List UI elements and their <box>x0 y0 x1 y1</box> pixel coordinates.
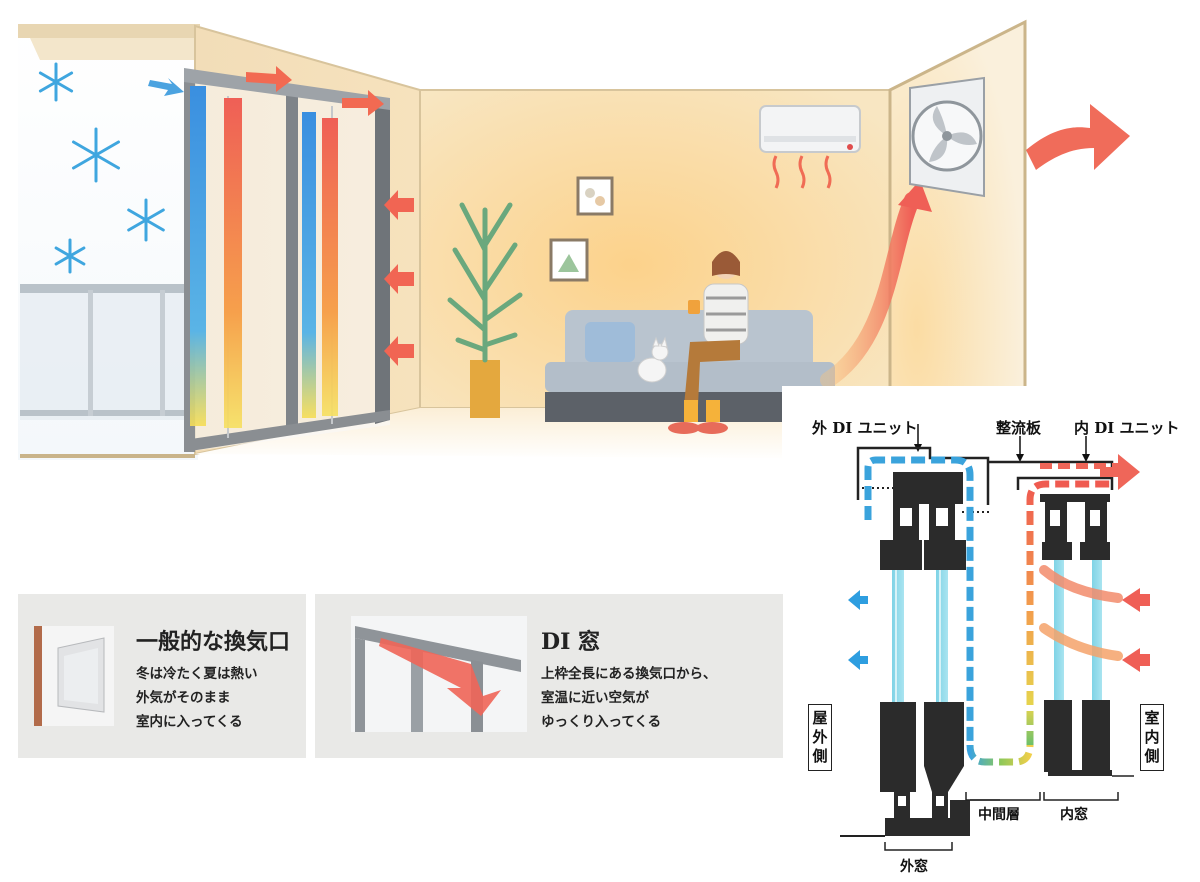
inner-frame-head <box>1040 494 1110 502</box>
air-conditioner-icon <box>759 105 861 189</box>
warm-air-arrow <box>342 90 384 116</box>
general-vent-line-3: 室内に入ってくる <box>136 714 243 730</box>
plant-icon <box>447 202 523 418</box>
inner-di-unit-label: 内 DI ユニット <box>1074 419 1180 437</box>
cool-air-stream <box>302 112 316 418</box>
warm-air-arrow <box>384 190 414 366</box>
outer-di-unit-label: 外 DI ユニット <box>812 419 918 437</box>
di-window-line-2: 室温に近い空気が <box>541 690 649 706</box>
exhaust-air-flow <box>820 192 920 388</box>
outdoor-air-arrow <box>848 650 868 670</box>
inner-glass-pane <box>1054 560 1064 700</box>
sliding-window <box>184 68 390 452</box>
general-vent-line-1: 冬は冷たく夏は熱い <box>136 666 258 682</box>
outer-frame-head <box>893 472 963 504</box>
cat-icon <box>637 336 669 383</box>
di-window-line-1: 上枠全長にある換気口から、 <box>541 666 717 682</box>
room-air-arrow <box>1122 648 1140 672</box>
di-window-title: DI 窓 <box>541 629 601 655</box>
inner-window-label: 内窓 <box>1060 807 1088 823</box>
outer-window-label: 外窓 <box>900 859 928 875</box>
rectifier-label: 整流板 <box>996 419 1042 437</box>
outdoor-air-arrow <box>848 590 868 610</box>
middle-airflow-path <box>966 744 1034 766</box>
outer-di-unit-housing <box>856 446 990 505</box>
picture-frame-icon <box>549 176 614 282</box>
room-air-arrow <box>1122 588 1140 612</box>
middle-layer-bracket <box>965 792 1041 801</box>
ceiling-slab <box>18 24 200 38</box>
snowflake-icon <box>38 62 165 274</box>
di-window-line-3: ゆっくり入ってくる <box>541 714 662 730</box>
outer-glass-pane <box>936 570 948 702</box>
general-vent-card: 一般的な換気口 冬は冷たく夏は熱い 外気がそのまま 室内に入ってくる <box>18 594 306 758</box>
outer-frame-sill <box>880 702 916 792</box>
exhaust-out-arrow <box>1026 104 1130 170</box>
exhaust-air-arrow <box>898 180 932 212</box>
inner-glass-pane <box>1092 560 1102 700</box>
general-vent-image <box>34 626 114 726</box>
general-vent-title: 一般的な換気口 <box>136 629 291 655</box>
warm-air-arrow <box>246 66 292 92</box>
inner-airflow-path <box>1026 480 1112 745</box>
outer-window-bracket <box>884 842 953 851</box>
di-window-diagram <box>782 386 1200 882</box>
cool-air-arrow <box>148 78 184 96</box>
inner-window-bracket <box>1043 792 1119 801</box>
outer-airflow-path <box>864 456 974 745</box>
warm-air-stream <box>322 118 338 416</box>
general-vent-line-2: 外気がそのまま <box>136 690 231 706</box>
balcony-railing <box>20 284 190 420</box>
airflow-out-arrow <box>1118 454 1140 490</box>
ventilation-fan-icon <box>909 76 985 198</box>
di-window-card: DI 窓 上枠全長にある換気口から、 室温に近い空気が ゆっくり入ってくる <box>315 594 783 758</box>
inner-di-unit-housing <box>1016 476 1114 490</box>
indoor-side-label: 室 内 側 <box>1140 704 1164 771</box>
inner-frame-sill <box>1044 700 1072 772</box>
woman-icon <box>668 251 749 434</box>
di-window-image <box>351 616 527 732</box>
outer-glass-pane <box>892 570 904 702</box>
outdoor-side-label: 屋 外 側 <box>808 704 832 771</box>
cool-air-stream <box>190 86 206 426</box>
warm-air-stream <box>224 98 242 428</box>
middle-layer-label: 中間層 <box>978 807 1020 823</box>
